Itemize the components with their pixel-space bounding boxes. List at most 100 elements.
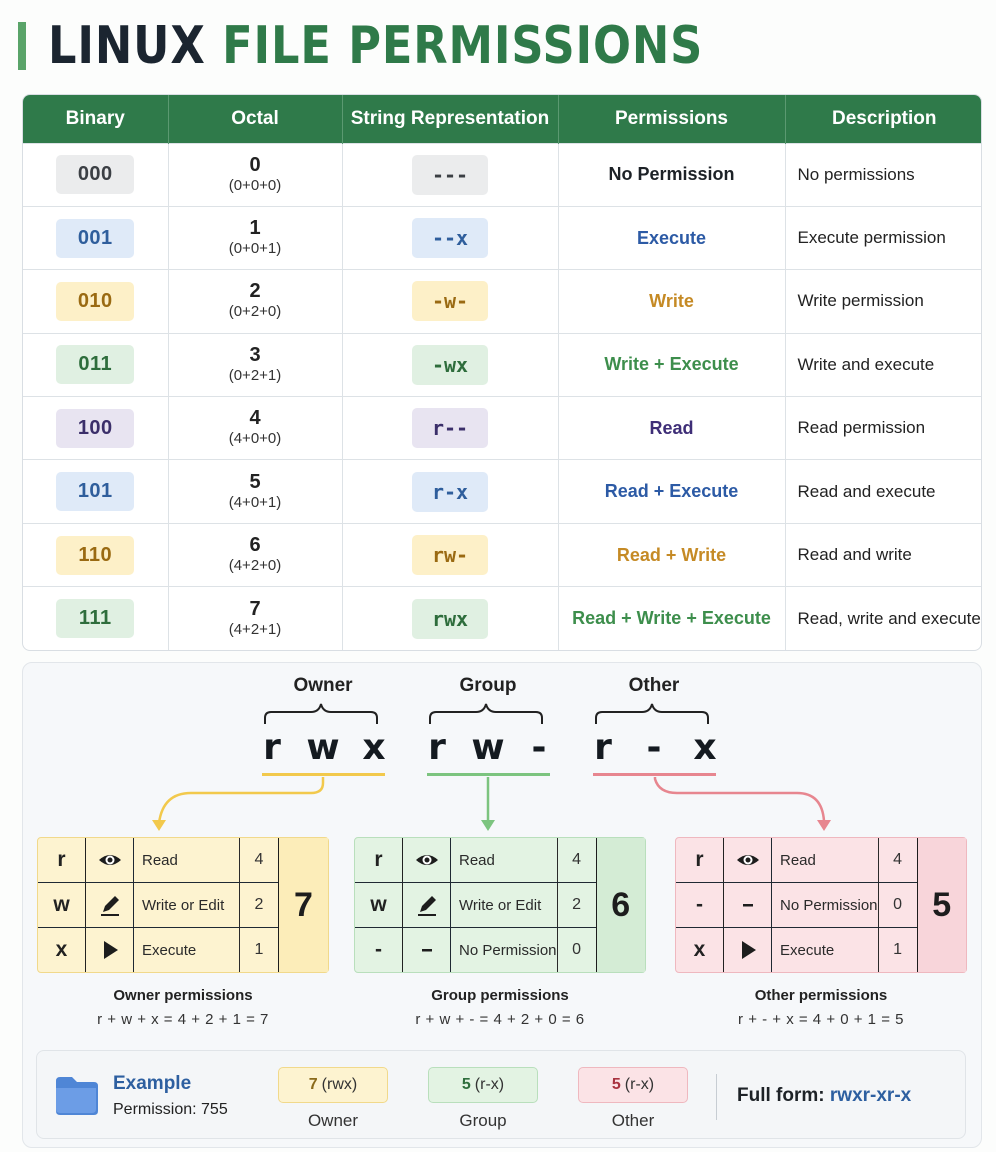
permission-cell: Read [558, 396, 786, 460]
octal-sum: (0+2+1) [228, 366, 282, 384]
permissions-table: Binary Octal String Representation Permi… [22, 94, 982, 652]
pencil-icon [417, 896, 436, 916]
description-cell: Read, write and execute [785, 586, 981, 651]
description-cell: Write and execute [785, 332, 981, 397]
octal-sum: (0+2+0) [228, 303, 282, 321]
binary-cell: 111 [23, 586, 169, 651]
permission-row-value: 1 [893, 941, 902, 958]
binary-cell: 110 [23, 522, 169, 587]
octal-sum: (0+0+1) [228, 240, 282, 258]
octal-value: 7 [249, 597, 261, 620]
example-chip: 5(r-x) [428, 1067, 538, 1103]
binary-cell: 000 [23, 142, 169, 207]
description-cell: Read and write [785, 522, 981, 587]
eye-icon [736, 855, 759, 865]
header-string: String Representation [342, 95, 559, 143]
string-chip: r-- [412, 408, 488, 449]
permission-cell: Read + Write [558, 522, 786, 587]
play-icon [103, 941, 118, 959]
owner-brace-icon [264, 703, 378, 724]
example-divider [716, 1074, 717, 1120]
string-chip: rwx [412, 598, 488, 639]
permission-row-letter: r [676, 838, 724, 882]
dash-icon [742, 904, 753, 907]
permission-row-value: 2 [254, 896, 264, 913]
full-form-value: rwxr-xr-x [829, 1085, 912, 1106]
permission-caption: Other permissions [754, 987, 888, 1004]
other-arrow-icon [653, 777, 826, 823]
permission-row-icon [86, 883, 134, 927]
permission-equation: r + w + x = 4 + 2 + 1 = 7 [97, 1011, 269, 1028]
permission-equation: r + - + x = 4 + 0 + 1 = 5 [738, 1011, 904, 1028]
octal-cell: 0(0+0+0) [168, 142, 343, 207]
binary-cell: 001 [23, 205, 169, 270]
permission-letter: x [362, 727, 386, 768]
permission-row-letter: - [355, 928, 403, 972]
string-chip: -wx [412, 344, 488, 385]
string-cell: --- [342, 142, 559, 207]
title-part2: FILE PERMISSIONS [222, 16, 704, 76]
binary-chip: 000 [56, 155, 135, 195]
header-permissions: Permissions [558, 95, 786, 143]
octal-value: 4 [249, 407, 261, 430]
string-chip: --x [412, 218, 488, 259]
permission-letter: - [646, 727, 662, 768]
permission-letter: r [594, 727, 612, 768]
header-binary: Binary [23, 95, 169, 143]
string-cell: --x [342, 205, 559, 270]
table-header-row: Binary Octal String Representation Permi… [23, 95, 981, 143]
binary-cell: 101 [23, 459, 169, 524]
octal-sum: (4+2+1) [228, 620, 282, 638]
title-text: LINUX FILE PERMISSIONS [48, 16, 703, 76]
string-chip: rw- [412, 535, 488, 576]
binary-chip: 101 [56, 472, 135, 512]
permission-label: Write + Execute [604, 354, 739, 375]
permission-cell: Write [558, 269, 786, 334]
octal-sum: (4+2+0) [228, 557, 282, 575]
full-form-label: Full form: [737, 1085, 825, 1106]
permission-caption: Group permissions [431, 987, 569, 1004]
permission-row-icon [724, 883, 772, 927]
group-label-other: Other [628, 675, 680, 696]
binary-cell: 100 [23, 396, 169, 460]
permission-label: Read [649, 417, 694, 438]
description-cell: Execute permission [785, 205, 981, 270]
example-chip-number: 5 [461, 1076, 471, 1093]
example-chip-label: Group [459, 1111, 507, 1130]
permission-letter: w [471, 727, 505, 768]
permission-cell: Read + Execute [558, 459, 786, 524]
permission-row-icon [86, 838, 134, 882]
eye-icon [415, 855, 438, 865]
example-chip-string: (r-x) [474, 1076, 505, 1093]
permission-row-name: Execute [134, 928, 240, 972]
permission-row-name: No Permission [451, 928, 558, 972]
header-description: Description [785, 95, 981, 143]
permission-row-name: Read [134, 838, 240, 882]
binary-chip: 011 [56, 345, 135, 385]
owner-underline [262, 773, 385, 776]
example-title: Example [113, 1073, 192, 1094]
header-octal: Octal [168, 95, 343, 143]
dash-icon [421, 949, 432, 952]
octal-cell: 3(0+2+1) [168, 332, 343, 397]
example-full-form: Full form: rwxr-xr-x [737, 1085, 911, 1107]
play-icon [741, 941, 756, 959]
permission-cell: Read + Write + Execute [558, 586, 786, 651]
permission-row-value: 4 [254, 851, 264, 868]
octal-value: 2 [249, 280, 261, 303]
binary-cell: 011 [23, 332, 169, 397]
permission-cell: Execute [558, 205, 786, 270]
permission-total: 7 [278, 838, 328, 972]
permission-letter: x [693, 727, 717, 768]
